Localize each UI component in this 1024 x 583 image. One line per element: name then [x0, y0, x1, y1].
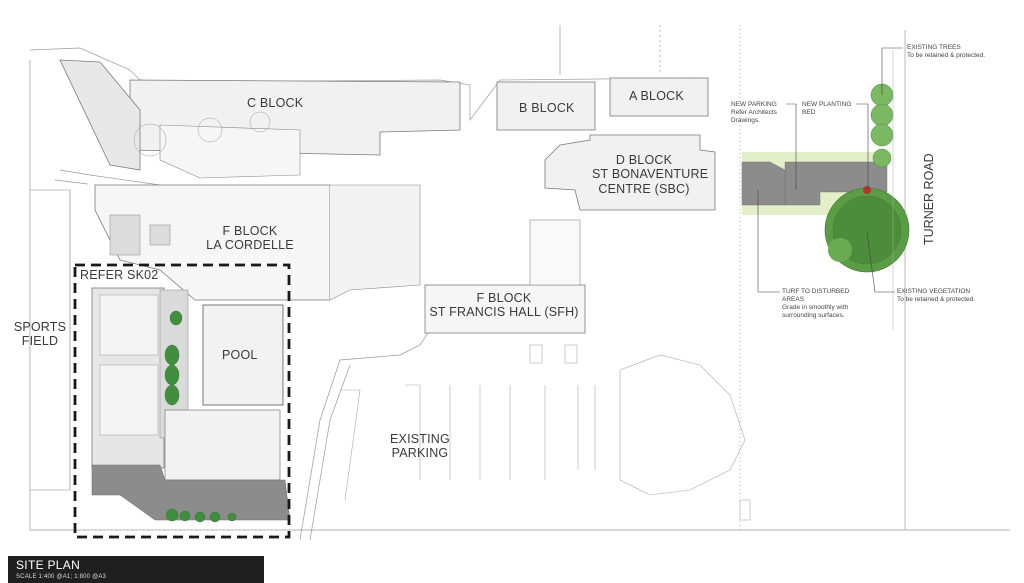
existing-vegetation-callout: EXISTING VEGETATION To be retained & pro…: [897, 288, 975, 304]
a-block-label: A BLOCK: [629, 89, 684, 103]
sfh-label-line2: ST FRANCIS HALL (SFH): [429, 305, 579, 320]
landscape-detail: [741, 50, 910, 330]
b-block-label: B BLOCK: [519, 101, 575, 115]
d-block-label-line2: ST BONAVENTURE: [592, 167, 709, 182]
drawing-title: SITE PLAN: [16, 558, 81, 572]
turf-title2: AREAS: [782, 296, 805, 304]
existing-trees-callout: EXISTING TREES To be retained & protecte…: [907, 44, 985, 60]
existing-parking-line1: EXISTING: [390, 432, 450, 446]
f-block-la-cordelle: [94, 184, 421, 301]
d-block-label-line3: CENTRE (SBC): [598, 181, 690, 196]
existing-parking-line2: PARKING: [391, 446, 449, 461]
sports-field-line2: FIELD: [21, 334, 59, 349]
existing-trees-note: To be retained & protected.: [907, 52, 986, 60]
existing-veg-note: To be retained & protected.: [897, 296, 976, 304]
existing-parking-label: EXISTING PARKING: [388, 432, 452, 461]
refer-sk02-boundary: [73, 263, 291, 539]
c-block-label: C BLOCK: [247, 96, 304, 110]
pool-area: [91, 287, 291, 523]
new-parking-note1: Refer Architects: [731, 109, 777, 117]
f-block-la-cordelle-label: F BLOCK LA CORDELLE: [205, 224, 295, 253]
pool-label: POOL: [222, 348, 258, 362]
sports-field-label: SPORTS FIELD: [12, 320, 68, 349]
sports-field-line1: SPORTS: [13, 320, 67, 334]
new-parking-note2: Drawings.: [731, 117, 760, 125]
turf-note1: Grade in smoothly with: [782, 304, 849, 312]
b-block: [496, 81, 596, 131]
f-block-label-line2: LA CORDELLE: [206, 238, 294, 253]
d-block: [544, 134, 716, 211]
f-block-st-francis-hall: [424, 219, 586, 334]
existing-veg-title: EXISTING VEGETATION: [897, 288, 971, 295]
new-planting-note: BED: [802, 109, 816, 117]
new-planting-title: NEW PLANTING: [802, 101, 852, 108]
f-block-label-line1: F BLOCK: [222, 224, 278, 238]
turf-note2: surrounding surfaces.: [782, 312, 845, 320]
existing-parking: [340, 344, 751, 521]
title-block: SITE PLAN SCALE 1:400 @A1; 1:800 @A3: [8, 556, 264, 583]
refer-sk02-label: REFER SK02: [80, 268, 159, 282]
a-block: [609, 77, 709, 117]
existing-trees-title: EXISTING TREES: [907, 44, 961, 51]
leader-lines: [757, 47, 903, 293]
drawing-scale: SCALE 1:400 @A1; 1:800 @A3: [16, 574, 107, 580]
d-block-label-line1: D BLOCK: [615, 153, 673, 167]
new-parking-title: NEW PARKING: [731, 101, 777, 108]
new-planting-callout: NEW PLANTING BED: [802, 101, 851, 117]
turf-callout: TURF TO DISTURBED AREAS Grade in smoothl…: [782, 288, 849, 321]
c-block: [59, 59, 461, 179]
d-block-label: D BLOCK ST BONAVENTURE CENTRE (SBC): [592, 153, 709, 196]
sports-field: [29, 189, 71, 491]
turf-title1: TURF TO DISTURBED: [782, 288, 850, 295]
turner-road-label: TURNER ROAD: [922, 153, 936, 245]
sfh-label-line1: F BLOCK: [476, 291, 532, 305]
st-francis-hall-label: F BLOCK ST FRANCIS HALL (SFH): [427, 291, 581, 320]
new-parking-callout: NEW PARKING Refer Architects Drawings.: [731, 101, 777, 125]
